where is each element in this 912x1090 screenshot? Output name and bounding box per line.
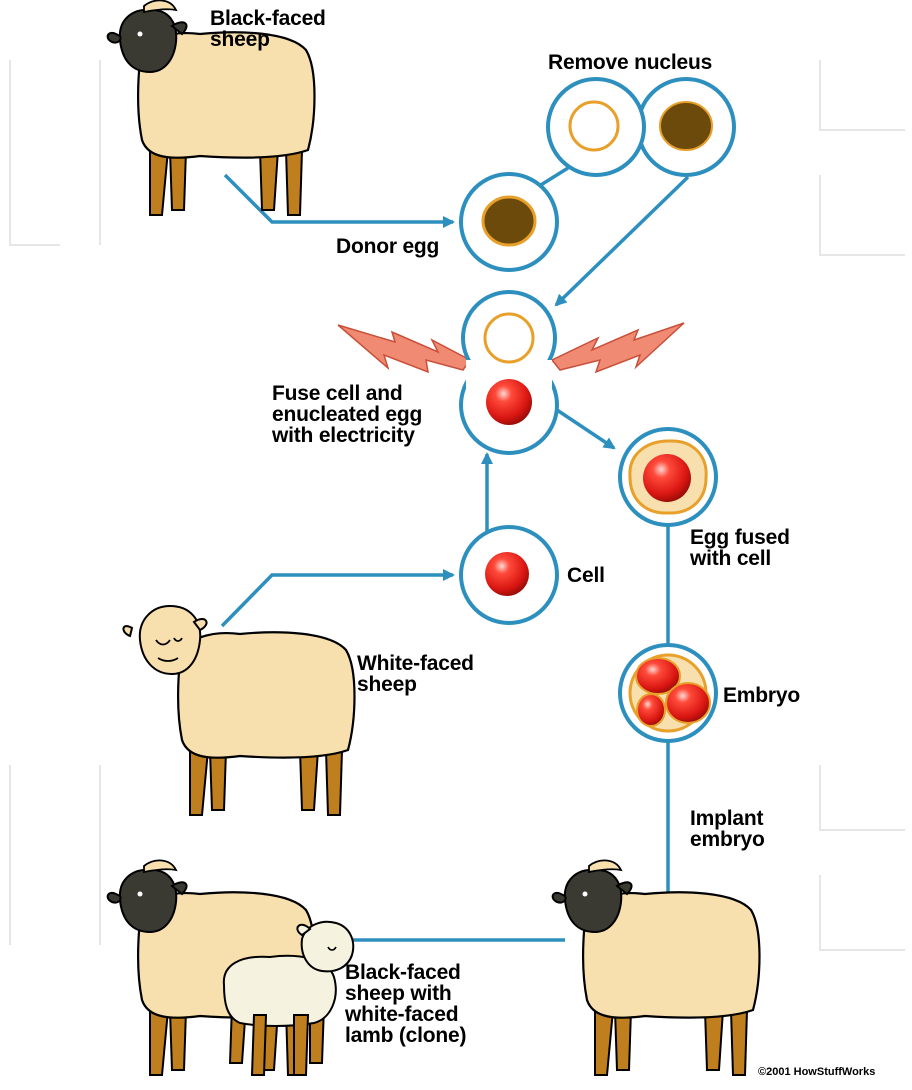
- white-faced-sheep-illustration: [123, 606, 354, 815]
- lightning-right: [552, 323, 684, 372]
- donor-egg-cell: [461, 174, 557, 270]
- label-black-faced-sheep: Black-faced sheep: [210, 8, 326, 50]
- connector-nucleus-to-fuse: [556, 177, 688, 305]
- empty-nucleus: [570, 102, 618, 150]
- egg-fused-cell: [620, 429, 716, 525]
- label-white-faced-sheep: White-faced sheep: [357, 653, 474, 695]
- label-donor-egg: Donor egg: [336, 236, 439, 257]
- lightning-left: [338, 325, 470, 372]
- label-cell: Cell: [567, 565, 605, 586]
- connector-white-to-cell: [222, 575, 453, 626]
- label-fuse-cell: Fuse cell and enucleated egg with electr…: [272, 383, 422, 446]
- label-clone: Black-faced sheep with white-faced lamb …: [345, 962, 466, 1046]
- remove-nucleus-cells: [548, 79, 734, 175]
- label-remove-nucleus: Remove nucleus: [548, 52, 712, 73]
- flow-connectors: [222, 168, 688, 940]
- copyright-credit: ©2001 HowStuffWorks: [758, 1066, 875, 1078]
- enucleated-egg-ring: [485, 314, 533, 362]
- label-embryo: Embryo: [723, 685, 800, 706]
- connector-fuse-to-fused: [557, 410, 614, 448]
- surrogate-sheep-illustration: [553, 860, 760, 1075]
- watermark: [10, 60, 905, 950]
- fuse-cell-pair: [461, 292, 557, 453]
- donor-cell-nucleus: [486, 379, 532, 425]
- label-egg-fused: Egg fused with cell: [690, 527, 790, 569]
- cell-circle: [461, 527, 557, 623]
- label-implant-embryo: Implant embryo: [690, 808, 765, 850]
- embryo-cell: [620, 645, 716, 741]
- removed-nucleus: [660, 102, 712, 150]
- connector-donor-egg: [225, 175, 453, 222]
